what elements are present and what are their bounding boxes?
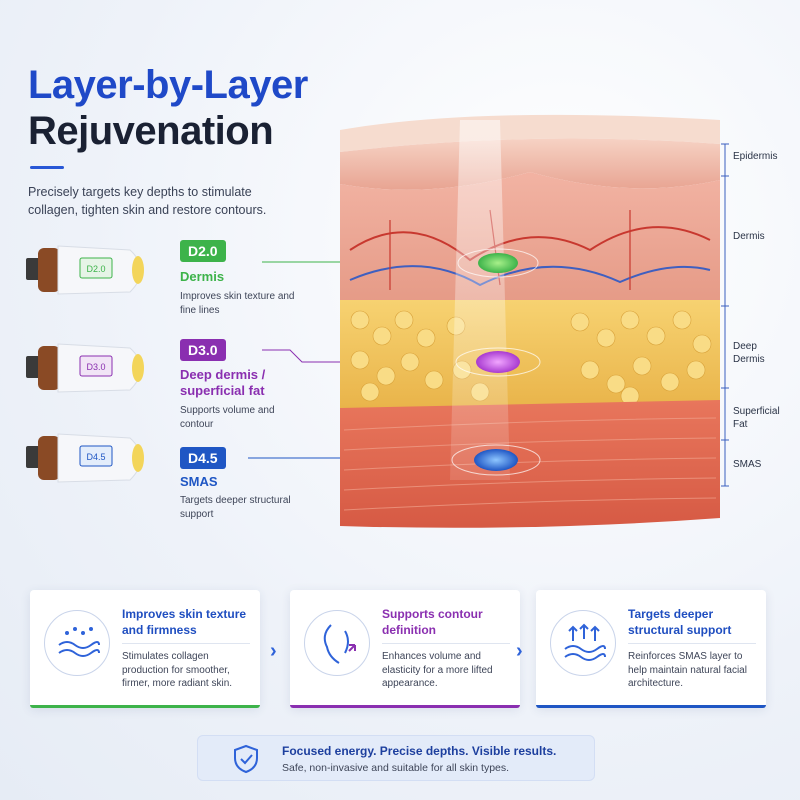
benefit-card-contour: Supports contour definition Enhances vol… [290, 590, 520, 708]
title-line-1: Layer-by-Layer [28, 63, 308, 107]
depth-tag-d45: D4.5 [180, 447, 226, 469]
depth-desc-d3: Supports volume and contour [180, 405, 275, 430]
skin-texture-icon [44, 610, 110, 676]
lift-arrows-icon [550, 610, 616, 676]
intro-text: Precisely targets key depths to stimulat… [28, 185, 267, 217]
probe-d45: D4.5 [22, 420, 152, 500]
layer-label-deep-dermis: Deep Dermis [733, 341, 765, 365]
banner-subtitle: Safe, non-invasive and suitable for all … [282, 762, 510, 774]
title-underline [30, 166, 64, 169]
layer-label-dermis: Dermis [733, 231, 765, 242]
card-title-texture: Improves skin texture and firmness [122, 607, 247, 637]
bottom-banner: Focused energy. Precise depths. Visible … [197, 735, 595, 781]
page-title: Layer-by-Layer Rejuvenation [28, 62, 308, 154]
card-desc-texture: Stimulates collagen production for smoot… [122, 651, 233, 689]
depth-desc-d45: Targets deeper structural support [180, 495, 291, 520]
card-accent-bar [30, 705, 260, 708]
layer-label-superficial-fat: Superficial Fat [733, 406, 780, 430]
depth-name-d2: Dermis [180, 269, 225, 284]
layer-label-epidermis: Epidermis [733, 151, 778, 162]
title-line-2: Rejuvenation [28, 109, 274, 153]
probe-d3: D3.0 [22, 330, 152, 410]
chevron-right-icon: › [270, 640, 277, 662]
probe-d2: D2.0 [22, 232, 152, 312]
benefit-card-texture: Improves skin texture and firmness Stimu… [30, 590, 260, 708]
card-desc-contour: Enhances volume and elasticity for a mor… [382, 651, 493, 689]
card-title-contour: Supports contour definition [382, 607, 483, 637]
depth-tag-d2: D2.0 [180, 240, 226, 262]
depth-tag-d3: D3.0 [180, 339, 226, 361]
depth-name-d45: SMAS [180, 474, 218, 489]
layer-label-smas: SMAS [733, 459, 762, 470]
card-divider [122, 643, 250, 644]
depth-desc-d2: Improves skin texture and fine lines [180, 291, 295, 316]
card-divider [628, 643, 756, 644]
chevron-right-icon: › [516, 640, 523, 662]
probe-d2-tip-label: D2.0 [86, 264, 105, 274]
card-divider [382, 643, 510, 644]
probe-d45-tip-label: D4.5 [86, 452, 105, 462]
face-contour-icon [304, 610, 370, 676]
card-title-smas: Targets deeper structural support [628, 607, 732, 637]
banner-title: Focused energy. Precise depths. Visible … [282, 744, 557, 758]
layer-bracket [721, 143, 729, 487]
skin-cross-section-illustration [340, 114, 720, 528]
card-accent-bar [536, 705, 766, 708]
probe-d3-tip-label: D3.0 [86, 362, 105, 372]
benefit-card-smas: Targets deeper structural support Reinfo… [536, 590, 766, 708]
card-desc-smas: Reinforces SMAS layer to help maintain n… [628, 651, 747, 689]
depth-name-d3: Deep dermis / superficial fat [180, 367, 266, 398]
shield-check-icon [232, 744, 260, 779]
card-accent-bar [290, 705, 520, 708]
